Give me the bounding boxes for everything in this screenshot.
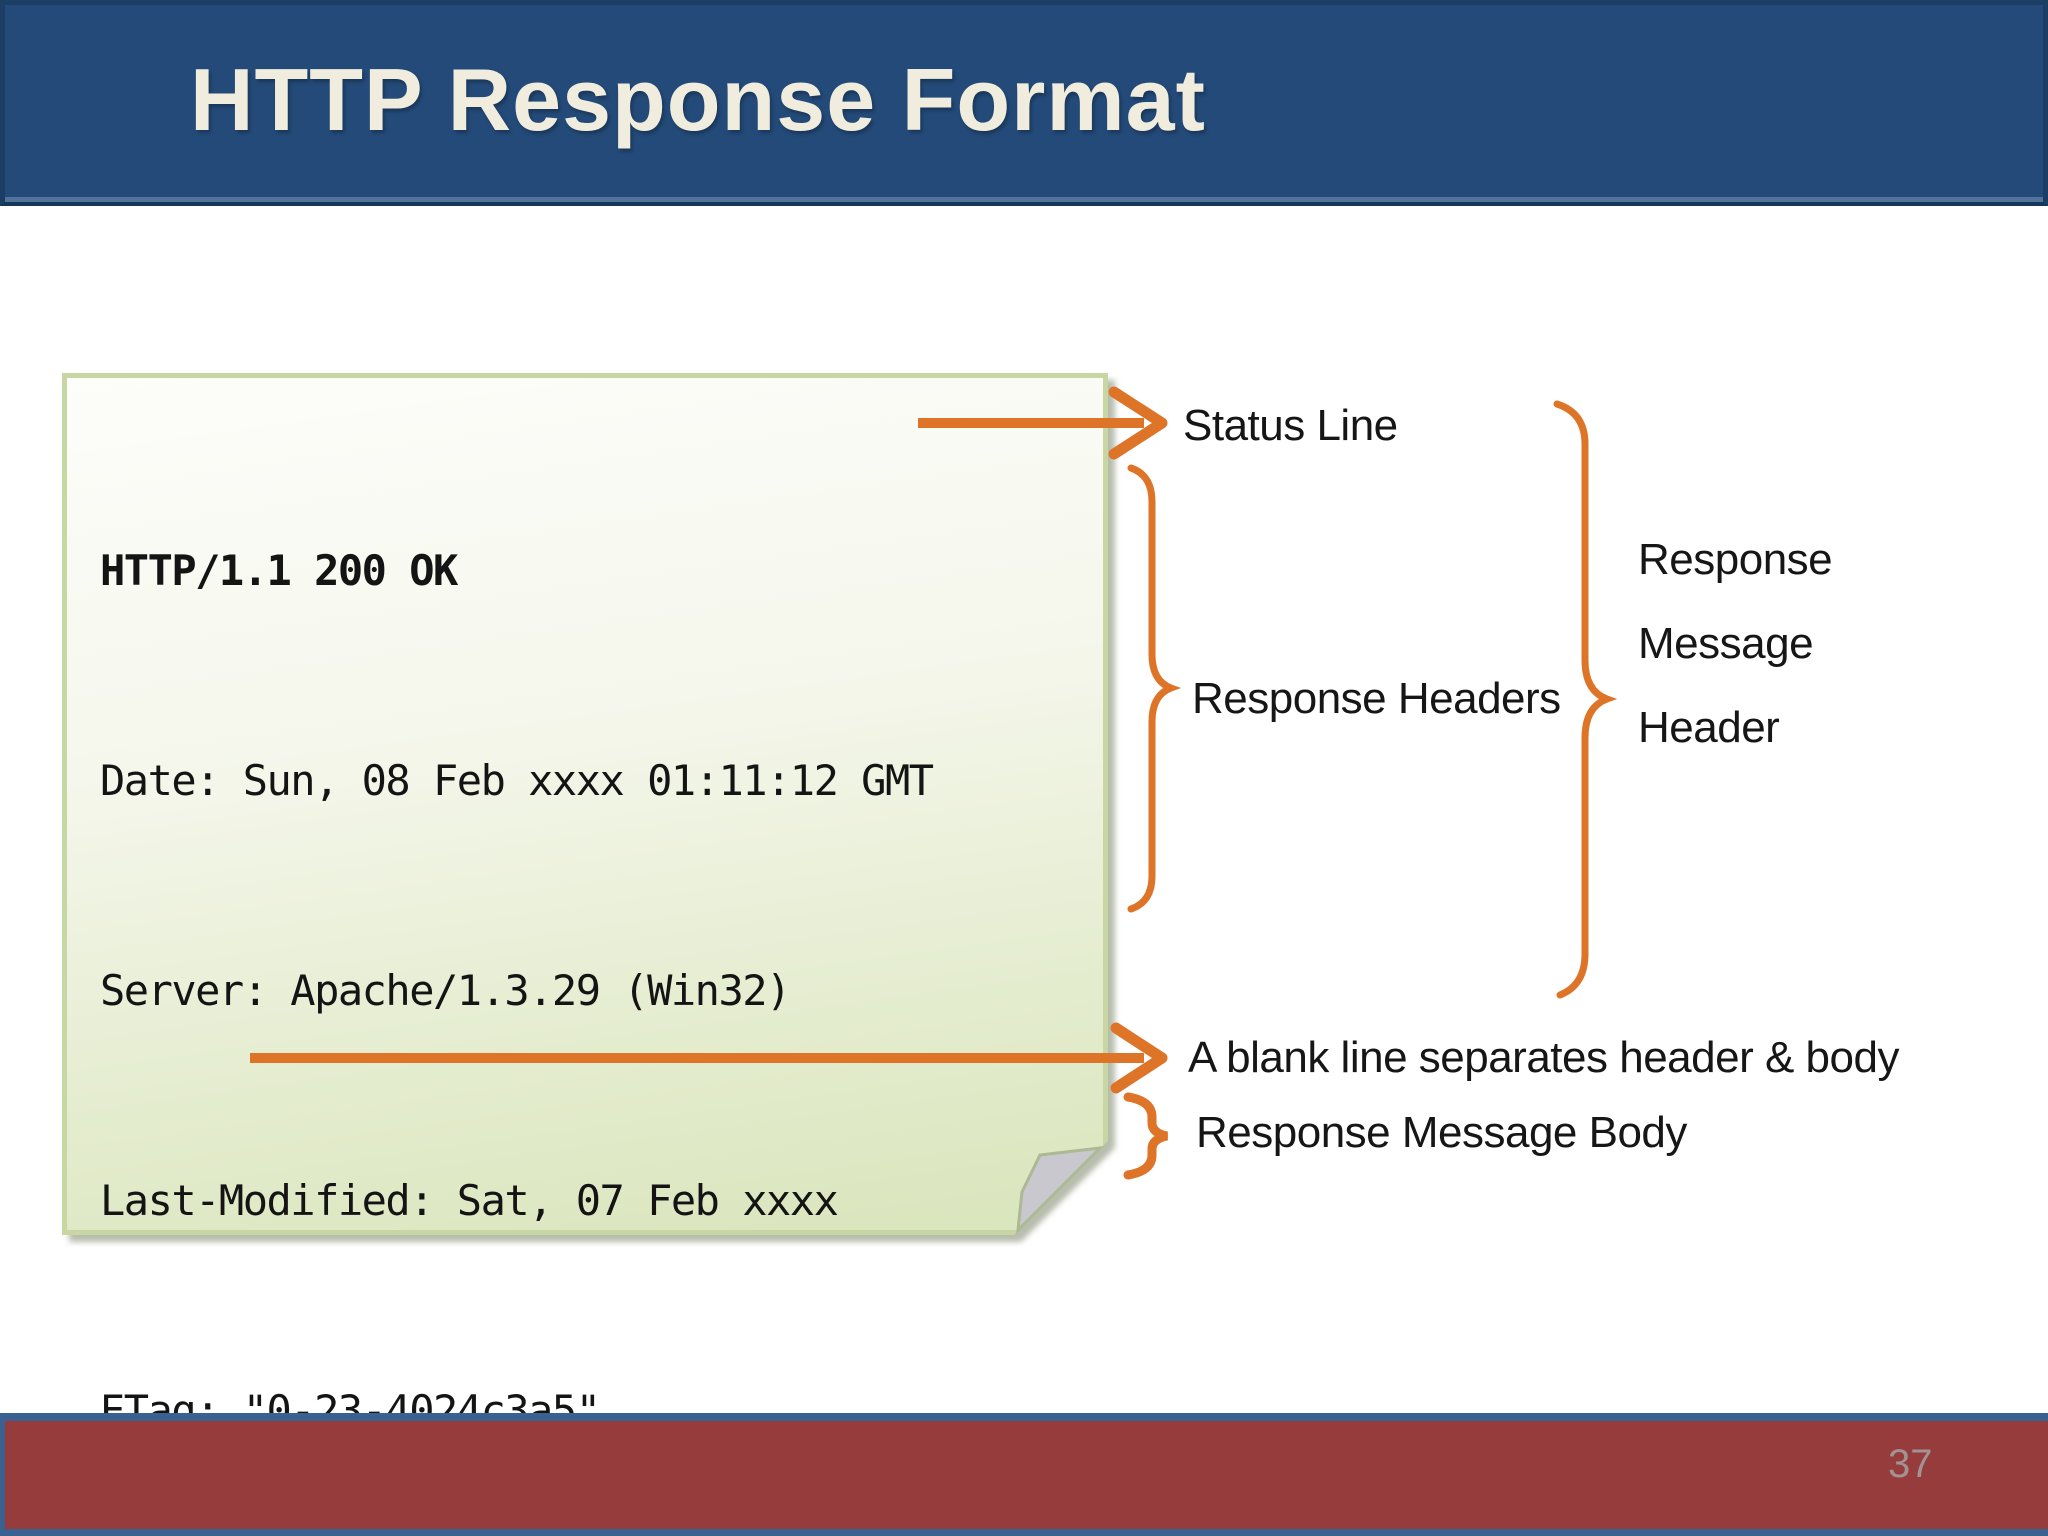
- code-line-server: Server: Apache/1.3.29 (Win32): [100, 966, 791, 1015]
- code-line-status: HTTP/1.1 200 OK: [100, 546, 458, 595]
- code-line-date: Date: Sun, 08 Feb xxxx 01:11:12 GMT: [100, 756, 934, 805]
- response-message-header-line3: Header: [1638, 703, 1780, 752]
- http-response-code: HTTP/1.1 200 OK Date: Sun, 08 Feb xxxx 0…: [100, 396, 934, 1536]
- response-message-header-line2: Message: [1638, 619, 1814, 668]
- footer-accent-bar: [5, 1421, 2048, 1529]
- blank-line-label: A blank line separates header & body: [1188, 1033, 1899, 1082]
- code-line-last-modified: Last-Modified: Sat, 07 Feb xxxx: [100, 1176, 839, 1225]
- status-line-label: Status Line: [1183, 401, 1398, 450]
- footer-bar: [0, 1413, 2048, 1536]
- response-message-header-label: Response Message Header: [1638, 518, 1833, 770]
- response-headers-brace-icon: [1127, 464, 1182, 913]
- response-example-box: [62, 373, 1108, 1235]
- response-message-body-label: Response Message Body: [1196, 1108, 1687, 1157]
- response-message-header-brace-icon: [1553, 400, 1618, 999]
- response-headers-label: Response Headers: [1192, 674, 1561, 723]
- page-title: HTTP Response Format: [190, 49, 1206, 149]
- response-message-header-line1: Response: [1638, 535, 1833, 584]
- slide-title-bar: HTTP Response Format: [0, 0, 2048, 206]
- page-number: 37: [1888, 1442, 1933, 1486]
- response-message-body-brace-icon: [1123, 1092, 1169, 1180]
